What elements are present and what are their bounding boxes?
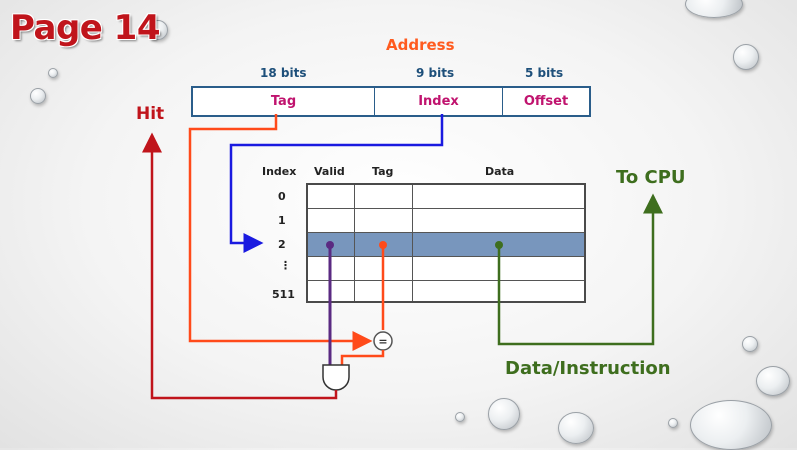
tag-wire-address xyxy=(188,114,373,351)
decorative-bubble xyxy=(455,412,465,422)
data-instruction-label: Data/Instruction xyxy=(505,358,671,379)
index-wire xyxy=(229,114,444,253)
address-tag-field: Tag xyxy=(193,88,375,115)
data-wire xyxy=(497,193,663,346)
comparator-symbol: = xyxy=(378,335,387,348)
valid-tap-dot xyxy=(326,241,334,249)
decorative-bubble xyxy=(558,412,594,444)
decorative-bubble xyxy=(668,418,678,428)
decorative-bubble xyxy=(148,20,168,40)
table-header-index: Index xyxy=(262,165,297,178)
table-header-valid: Valid xyxy=(314,165,345,178)
hit-label: Hit xyxy=(136,104,165,124)
row-index-label: 1 xyxy=(278,214,286,227)
table-header-tag: Tag xyxy=(372,165,394,178)
address-index-field: Index xyxy=(375,88,503,115)
data-tap-dot xyxy=(495,241,503,249)
address-offset-field: Offset xyxy=(523,94,569,109)
cache-row xyxy=(308,209,584,233)
tag-bits-label: 18 bits xyxy=(260,66,307,80)
offset-bits-label: 5 bits xyxy=(525,66,564,80)
row-index-label: 2 xyxy=(278,238,286,251)
row-index-label: 0 xyxy=(278,190,286,203)
row-index-label: ⋮ xyxy=(280,259,291,272)
column-divider xyxy=(354,185,355,301)
index-bits-label: 9 bits xyxy=(416,66,455,80)
address-title: Address xyxy=(386,36,455,54)
compare-output-wire xyxy=(340,350,385,365)
cache-row xyxy=(308,185,584,209)
table-header-data: Data xyxy=(485,165,515,178)
cache-table xyxy=(306,183,586,303)
decorative-bubble xyxy=(742,336,758,352)
decorative-bubble xyxy=(48,68,58,78)
row-index-label: 511 xyxy=(272,288,295,301)
column-divider xyxy=(412,185,413,301)
address-field-box: Tag Index Offset xyxy=(191,86,591,117)
cache-row xyxy=(308,257,584,281)
decorative-bubble xyxy=(488,398,520,430)
and-gate xyxy=(322,364,350,391)
page-title: Page 14 xyxy=(10,8,161,48)
decorative-bubble xyxy=(733,44,759,70)
decorative-bubble xyxy=(30,88,46,104)
tag-tap-dot xyxy=(379,241,387,249)
decorative-bubble xyxy=(756,366,790,396)
hit-wire xyxy=(142,132,338,400)
to-cpu-label: To CPU xyxy=(616,167,686,188)
